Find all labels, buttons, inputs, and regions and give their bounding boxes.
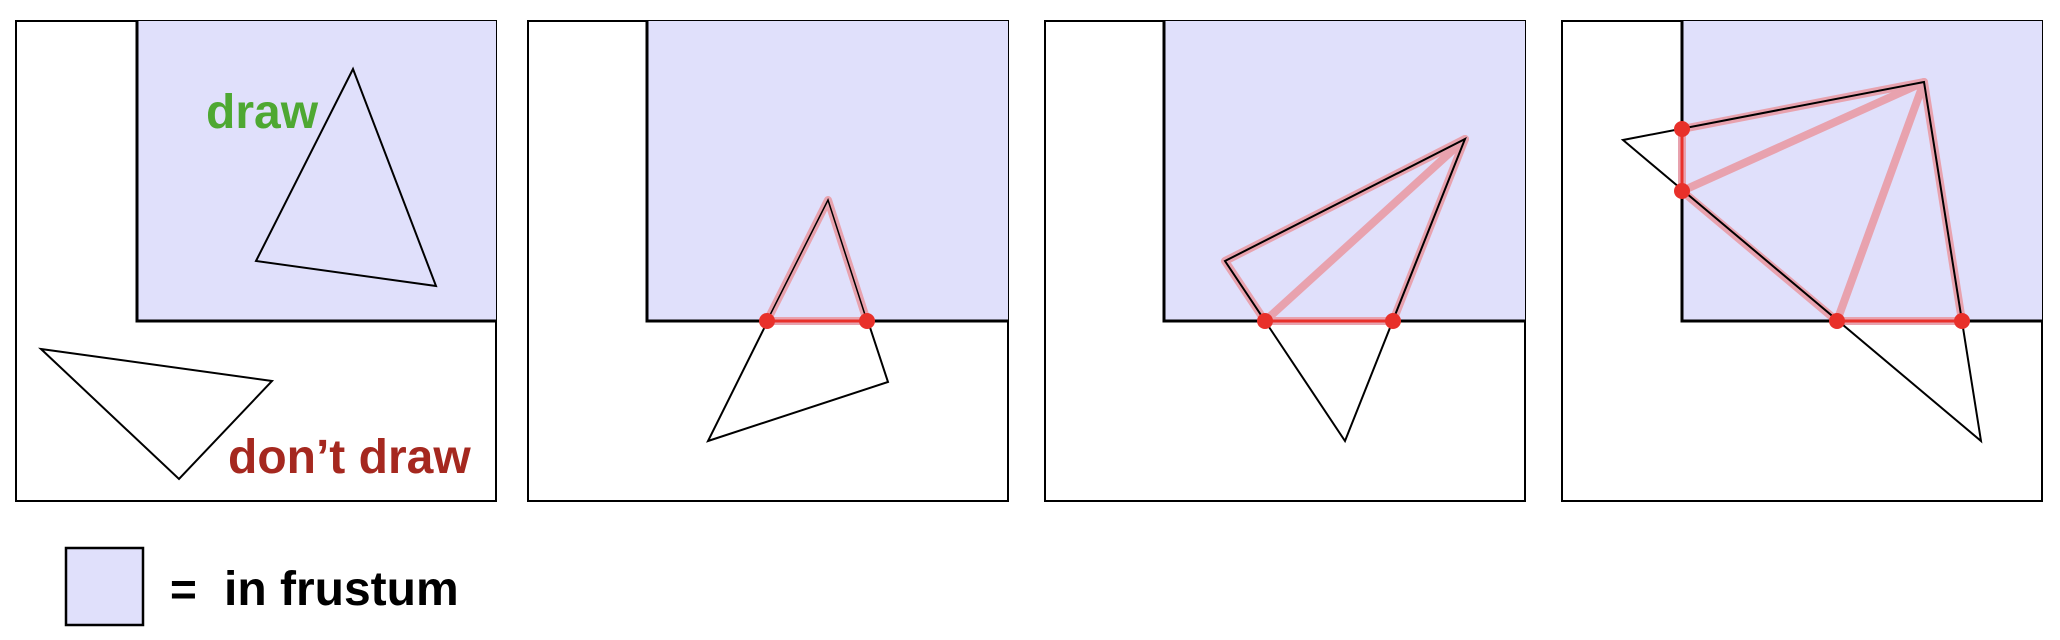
panel-trivial-accept-reject: draw don’t draw [15,20,497,502]
clip-point [859,313,875,329]
clip-point [1954,313,1970,329]
frustum-boundary [135,21,496,323]
clip-point [759,313,775,329]
panel-clip-one-triangle [527,20,1009,502]
original-triangle [1223,136,1467,444]
legend-equals: = [170,563,197,615]
panel-clip-two-triangles [1044,20,1526,502]
visible-edges [766,198,868,322]
frustum-boundary [1162,21,1525,323]
frustum-boundary [645,21,1008,323]
dont-draw-label: don’t draw [228,431,471,484]
visible-triangle [254,66,438,288]
frustum-region [1164,21,1525,321]
triangulation-diagonal [1678,78,1928,195]
legend: = in frustum [64,546,459,627]
clip-point [1257,313,1273,329]
clip-point [1829,313,1845,329]
triangulation-diagonal [1833,78,1928,325]
panel-clip-three-triangles [1561,20,2043,502]
frustum-region [137,21,496,321]
clip-point [1674,121,1690,137]
clip-point [1385,313,1401,329]
clip-point [1674,183,1690,199]
culled-triangle [38,347,275,481]
frustum-region [647,21,1008,321]
legend-text: in frustum [224,563,459,616]
legend-swatch [64,546,145,627]
original-triangle [1620,80,1983,444]
frustum-region [1682,21,2042,321]
draw-label: draw [206,86,319,139]
triangulation-diagonal [1261,135,1469,325]
